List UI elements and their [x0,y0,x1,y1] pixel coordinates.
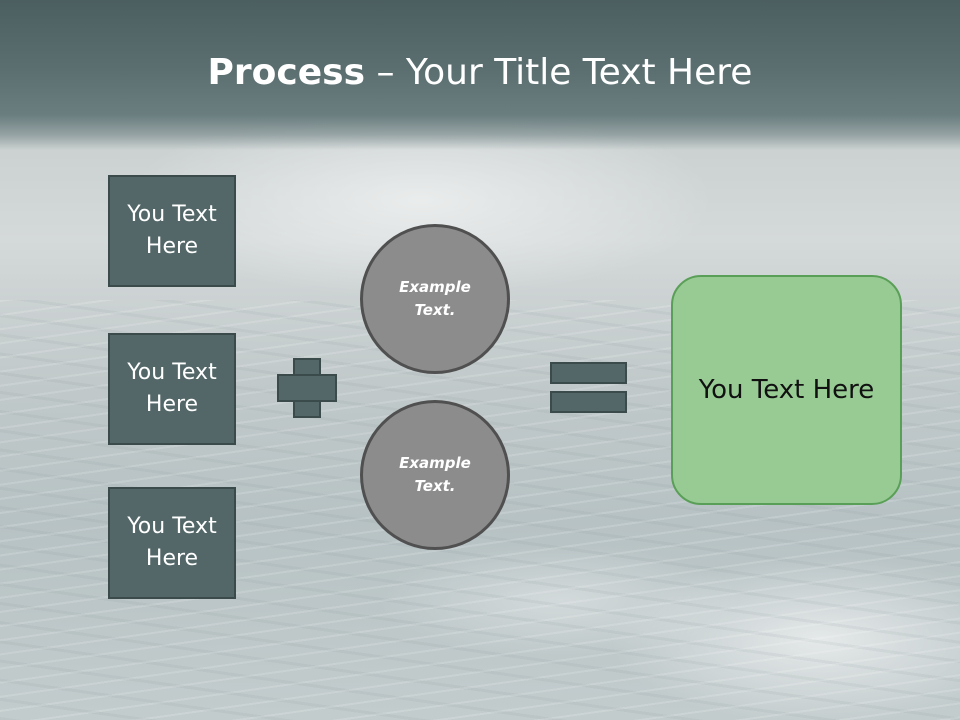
example-circle-1-label: Example Text. [399,278,471,319]
title-rest: – Your Title Text Here [365,52,753,93]
text-box-2-label: You Text Here [127,360,217,417]
example-circle-2-label: Example Text. [399,454,471,495]
text-box-3-label: You Text Here [127,514,217,571]
plus-center [295,376,319,400]
title-bold: Process [207,52,366,93]
text-box-1-label: You Text Here [127,202,217,259]
example-circle-1: Example Text. [360,224,510,374]
result-box-label: You Text Here [698,375,875,405]
example-circle-2: Example Text. [360,400,510,550]
slide-title: Process – Your Title Text Here [0,52,960,93]
title-bar [0,0,960,150]
result-box: You Text Here [671,275,902,505]
text-box-3: You Text Here [108,487,236,599]
equals-top-bar [550,362,627,384]
text-box-1: You Text Here [108,175,236,287]
equals-bottom-bar [550,391,627,413]
text-box-2: You Text Here [108,333,236,445]
